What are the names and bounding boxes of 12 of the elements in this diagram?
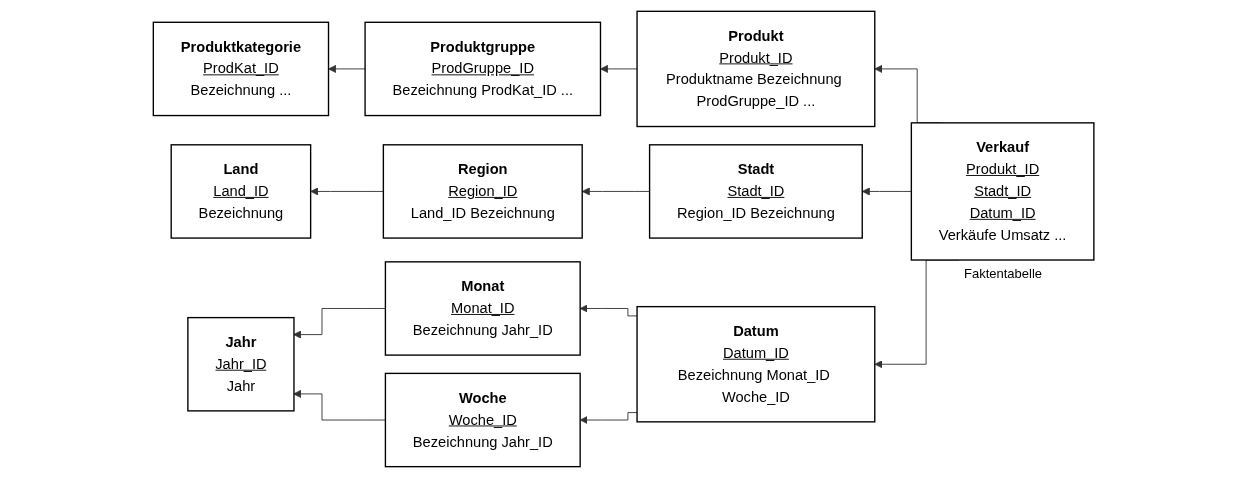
node-box: Produktgruppe ProdGruppe_ID Bezeichnung ProdKat_ID ... [364, 21, 602, 116]
table-caption: Faktentabelle [963, 265, 1043, 281]
node-box: Datum Datum_ID Bezeichnung Monat_ID Woche_ID [636, 305, 876, 423]
node-box: Produktkategorie ProdKat_ID Bezeichnung ... [153, 21, 330, 116]
node-box: Jahr Jahr_ID Jahr [187, 316, 296, 412]
node-box: Woche Woche_ID Bezeichnung Jahr_ID [385, 372, 582, 467]
node-box: Monat Monat_ID Bezeichnung Jahr_ID [385, 260, 582, 356]
node-box: Land Land_ID Bezeichnung [170, 143, 312, 239]
node-box: Region Region_ID Land_ID Bezeichnung [383, 143, 584, 239]
node-box: Verkauf Produkt_ID Stadt_ID Datum_ID Verkäufe Umsatz ... [911, 121, 1095, 261]
node-box: Stadt Stadt_ID Region_ID Bezeichnung [649, 143, 864, 239]
node-box: Produkt Produkt_ID Produktname Bezeichnung ProdGruppe_ID ... [636, 10, 876, 127]
